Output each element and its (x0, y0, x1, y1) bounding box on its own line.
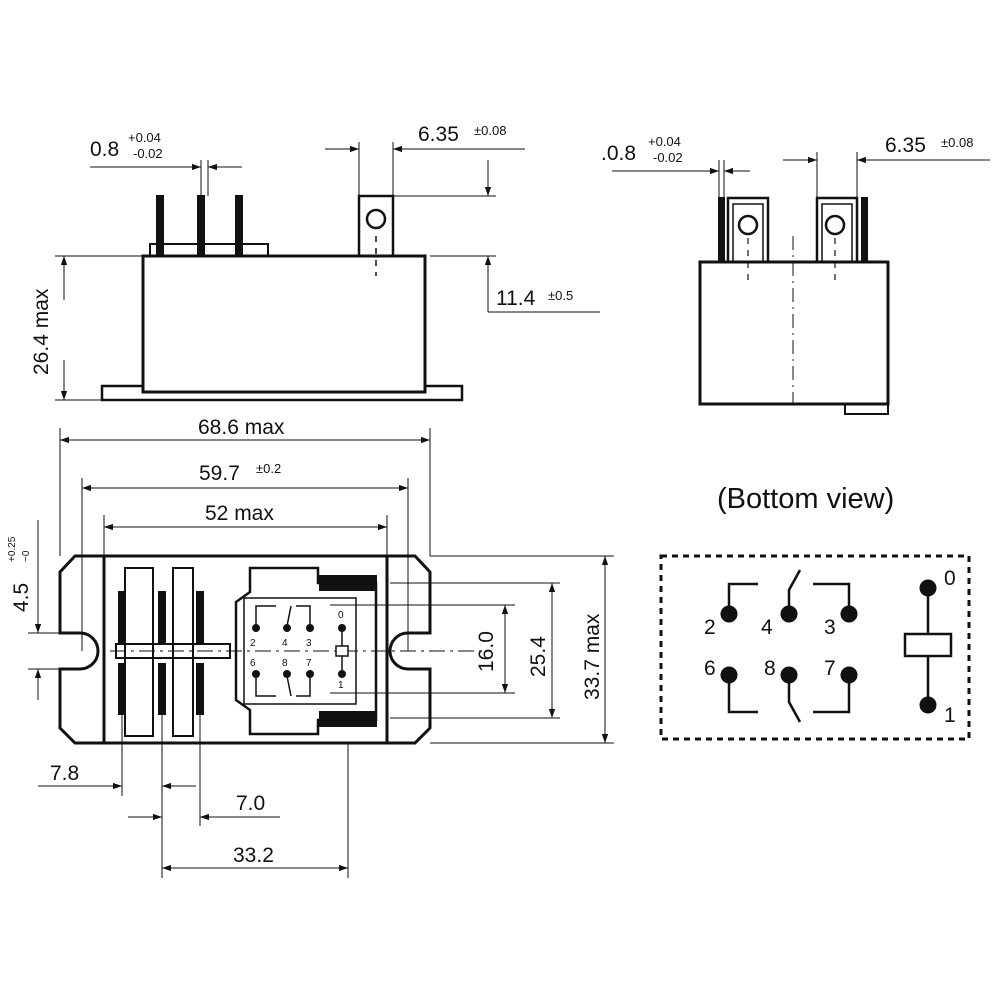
end-tab-left-hole (737, 214, 759, 236)
pin-label: 4 (761, 616, 773, 639)
end-lead-width: .0.8 (601, 142, 636, 165)
pin-3-dot (840, 605, 858, 623)
pin-4-dot (780, 605, 798, 623)
side-pin-1 (156, 195, 164, 255)
side-tab-hole (365, 208, 387, 230)
pin-label: 8 (764, 657, 776, 680)
mini-pin-label: 4 (282, 638, 288, 649)
top-mount-pitch: 59.7 (199, 462, 240, 485)
end-tab-width: 6.35 (885, 134, 926, 157)
side-lead-tol-minus: -0.02 (133, 146, 163, 161)
top-slot-tol-plus: +0.25 (7, 536, 18, 562)
mini-pin-label: 3 (306, 638, 312, 649)
side-lead-width: 0.8 (90, 138, 119, 161)
end-view (612, 152, 990, 415)
top-pin-row-pitch: 16.0 (475, 631, 498, 672)
top-mount-pitch-tol: ±0.2 (256, 461, 281, 476)
pin-8-dot (780, 666, 798, 684)
pin-2-dot (720, 605, 738, 623)
side-body (141, 254, 427, 394)
side-tab-height-tol: ±0.5 (548, 288, 573, 303)
top-dim-b: 7.0 (236, 792, 265, 815)
side-tab-width: 6.35 (418, 123, 459, 146)
mini-pin-label: 0 (338, 610, 344, 621)
bottom-view-schematic (659, 554, 971, 741)
end-tab-right-hole (824, 214, 846, 236)
end-lead-left (718, 197, 725, 263)
mini-pin-label: 1 (338, 680, 344, 691)
top-body-length: 52 max (205, 502, 274, 525)
end-tab-width-tol: ±0.08 (941, 135, 973, 150)
schematic-border (659, 554, 971, 741)
side-tab-width-tol: ±0.08 (474, 123, 506, 138)
end-lead-tol-plus: +0.04 (648, 134, 681, 149)
pin-7-dot (840, 666, 858, 684)
side-pin-2 (197, 195, 205, 255)
side-pin-header (149, 243, 269, 257)
bottom-view-title: (Bottom view) (717, 483, 894, 515)
end-lead-right (861, 197, 868, 263)
pin-label: 6 (704, 657, 716, 680)
mini-pin-label: 7 (306, 658, 312, 669)
mini-pin-label: 8 (282, 658, 288, 669)
pin-label: 7 (824, 657, 836, 680)
pin-label: 1 (944, 704, 956, 727)
end-body (698, 260, 890, 406)
top-overall-length: 68.6 max (198, 416, 285, 439)
side-tab (357, 194, 395, 258)
mini-pin-label: 2 (250, 638, 256, 649)
pin-label: 0 (944, 567, 956, 590)
top-flange-outline (58, 554, 432, 745)
side-lead-tol-plus: +0.04 (128, 130, 161, 145)
pin-1-dot (919, 696, 937, 714)
pin-0-dot (919, 579, 937, 597)
top-slot-tol-minus: −0 (21, 550, 32, 562)
pin-label: 3 (824, 616, 836, 639)
side-pin-3 (235, 195, 243, 255)
mini-pin-label: 6 (250, 658, 256, 669)
top-slot-width: 4.5 (10, 583, 33, 612)
end-lead-tol-minus: -0.02 (653, 150, 683, 165)
side-view (55, 142, 600, 402)
pin-label: 2 (704, 616, 716, 639)
side-tab-height: 11.4 (496, 287, 536, 310)
top-view (28, 428, 614, 878)
end-tab-right (815, 196, 859, 264)
pin-6-dot (720, 666, 738, 684)
top-overall-width: 33.7 max (581, 613, 604, 700)
side-height: 26.4 max (30, 288, 53, 375)
top-dim-c: 33.2 (233, 844, 274, 867)
side-base-flange (100, 384, 464, 402)
coil-symbol (903, 632, 953, 658)
top-body (102, 554, 389, 745)
top-dim-a: 7.8 (50, 762, 79, 785)
top-tab-pitch: 25.4 (527, 636, 550, 677)
